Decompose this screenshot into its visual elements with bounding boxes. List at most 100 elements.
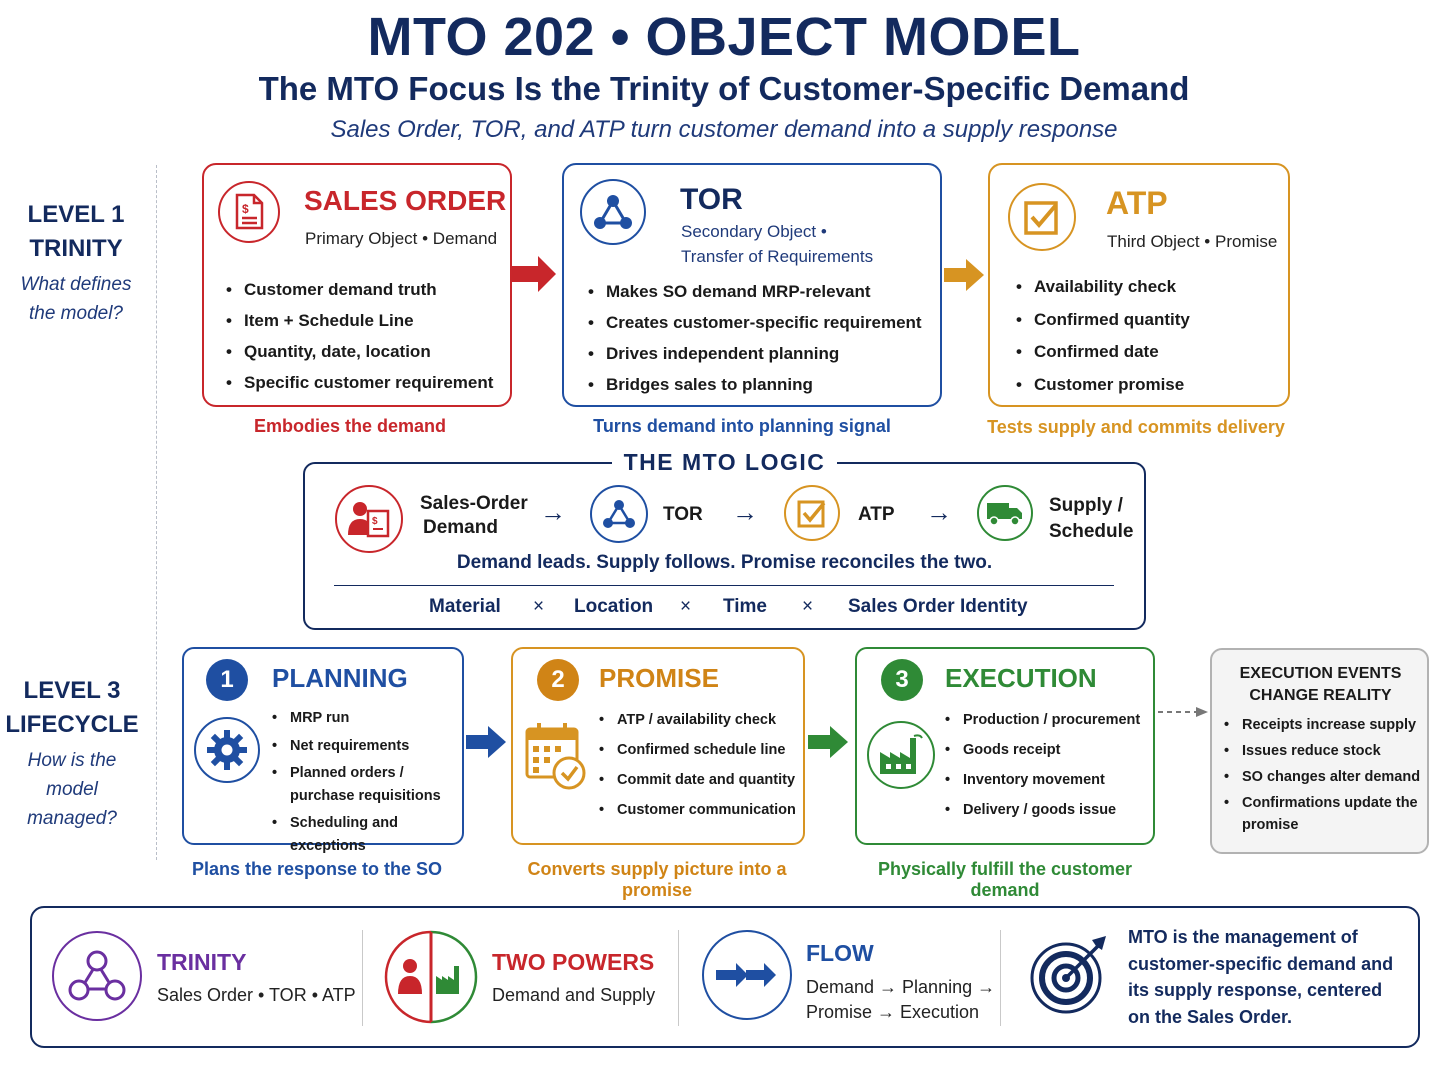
level1-line1: LEVEL 1 [27,201,125,228]
list-item: ATP / availability check [599,709,804,731]
arrow-right-icon [944,259,984,291]
document-icon: $ [218,181,280,243]
arrow-right-icon [512,256,556,292]
planning-bullets: MRP run Net requirements Planned orders … [272,707,462,857]
promise-title: PROMISE [599,663,719,693]
arrow-right-icon: → [732,497,758,527]
dimension-location: Location [574,596,654,617]
logic-step-supply: Supply / Schedule [1049,493,1133,545]
list-item: Scheduling and exceptions [272,812,462,857]
footer-flow-title: FLOW [806,940,874,966]
page-title: MTO 202 • OBJECT MODEL [367,7,1081,67]
list-item: Confirmed date [1016,336,1190,369]
logic-dimensions: Material × Location × Time × Sales Order… [303,596,1146,622]
page-subtitle: The MTO Focus Is the Trinity of Customer… [258,70,1190,107]
checkbox-icon [784,485,840,541]
atp-title: ATP [1106,185,1168,221]
gear-icon [194,717,260,783]
logic-step1-line2: Demand [423,517,498,538]
tor-subtitle-line1: Secondary Object • [681,222,827,241]
flow-arrows-icon [702,930,792,1020]
level3-question: How is the model managed? [27,750,117,829]
events-title-line1: EXECUTION EVENTS [1239,665,1402,682]
footer-divider [1000,930,1001,1026]
sales-order-card: $ SALES ORDER Primary Object • Demand Cu… [202,163,512,407]
list-item: Confirmed schedule line [599,739,804,761]
planning-title: PLANNING [272,663,408,693]
target-icon [1028,932,1112,1016]
list-item: Bridges sales to planning [588,369,922,400]
footer-trinity-sub: Sales Order • TOR • ATP [157,985,356,1005]
tor-card: TOR Secondary Object • Transfer of Requi… [562,163,942,407]
logic-divider [334,585,1114,586]
dimension-time: Time [723,596,768,617]
arrow-right-icon [466,726,506,758]
two-powers-icon [384,930,478,1024]
list-item: Specific customer requirement [226,367,493,398]
truck-icon [977,485,1033,541]
list-item: MRP run [272,707,462,730]
logic-step-tor: TOR [663,504,703,525]
footer-divider [678,930,679,1026]
list-item: Customer communication [599,799,804,821]
logic-step1-line1: Sales-Order [420,493,528,514]
atp-card: ATP Third Object • Promise Availability … [988,163,1290,407]
list-item: Goods receipt [945,739,1155,761]
times-sign: × [802,596,814,617]
footer-two-powers-sub: Demand and Supply [492,985,656,1005]
factory-icon [867,721,935,789]
list-item: Commit date and quantity [599,769,804,791]
execution-title: EXECUTION [945,663,1097,693]
level3-line1: LEVEL 3 [23,677,121,704]
list-item: Confirmed quantity [1016,304,1190,337]
level1-line2: TRINITY [29,235,123,262]
dimension-material: Material [429,596,501,617]
footer-trinity-title: TRINITY [157,949,247,975]
list-item: Customer demand truth [226,274,493,305]
list-item: Drives independent planning [588,338,922,369]
step-number-badge: 2 [537,659,579,701]
checkbox-icon [1008,183,1076,251]
list-item: SO changes alter demand [1224,766,1429,788]
planning-card: 1 PLANNING MRP run Net requirements Plan… [182,647,464,854]
logic-step4-line1: Supply / [1049,495,1123,516]
svg-text:$: $ [372,516,378,527]
level3-label: LEVEL 3 LIFECYCLE How is the model manag… [0,674,144,833]
list-item: Production / procurement [945,709,1155,731]
list-item: Availability check [1016,271,1190,304]
events-title: EXECUTION EVENTS CHANGE REALITY [1212,663,1429,707]
mto-logic-title: THE MTO LOGIC [611,449,838,475]
logic-step-atp: ATP [858,504,895,525]
promise-bullets: ATP / availability check Confirmed sched… [599,709,804,821]
atp-subtitle: Third Object • Promise [1107,232,1278,251]
logic-step-sales-order: Sales-Order Demand [420,492,528,540]
footer-flow-line2: Promise → Execution [806,1002,980,1022]
list-item: Planned orders / purchase requisitions [272,762,462,807]
tor-bullets: Makes SO demand MRP-relevant Creates cus… [588,276,922,400]
tor-caption: Turns demand into planning signal [593,416,891,436]
footer-flow-line1: Demand → Planning → [806,977,996,997]
customer-order-icon: $ [335,485,403,553]
sales-order-caption: Embodies the demand [253,416,447,436]
logic-statement: Demand leads. Supply follows. Promise re… [456,552,993,573]
step-number-badge: 1 [206,659,248,701]
calendar-check-icon [523,721,589,791]
logic-step4-line2: Schedule [1049,521,1134,542]
page-tagline: Sales Order, TOR, and ATP turn customer … [330,116,1118,143]
promise-caption: Converts supply picture into a promise [527,859,787,900]
execution-caption: Physically fulfill the customer demand [877,859,1133,900]
execution-bullets: Production / procurement Goods receipt I… [945,709,1155,821]
footer-two-powers-title: TWO POWERS [492,949,655,975]
promise-card: 2 PROMISE ATP / availability check Confi… [511,647,805,845]
list-item: Creates customer-specific requirement [588,307,922,338]
list-item: Item + Schedule Line [226,305,493,336]
level3-line2: LIFECYCLE [5,711,139,738]
arrow-right-icon: → [540,497,566,527]
list-item: Customer promise [1016,369,1190,402]
sales-order-bullets: Customer demand truth Item + Schedule Li… [226,274,493,398]
footer-summary: MTO is the management of customer-specif… [1128,927,1394,1027]
footer-divider [362,930,363,1026]
level1-label: LEVEL 1 TRINITY What defines the model? [0,198,152,328]
times-sign: × [533,596,545,617]
planning-caption: Plans the response to the SO [191,859,443,879]
